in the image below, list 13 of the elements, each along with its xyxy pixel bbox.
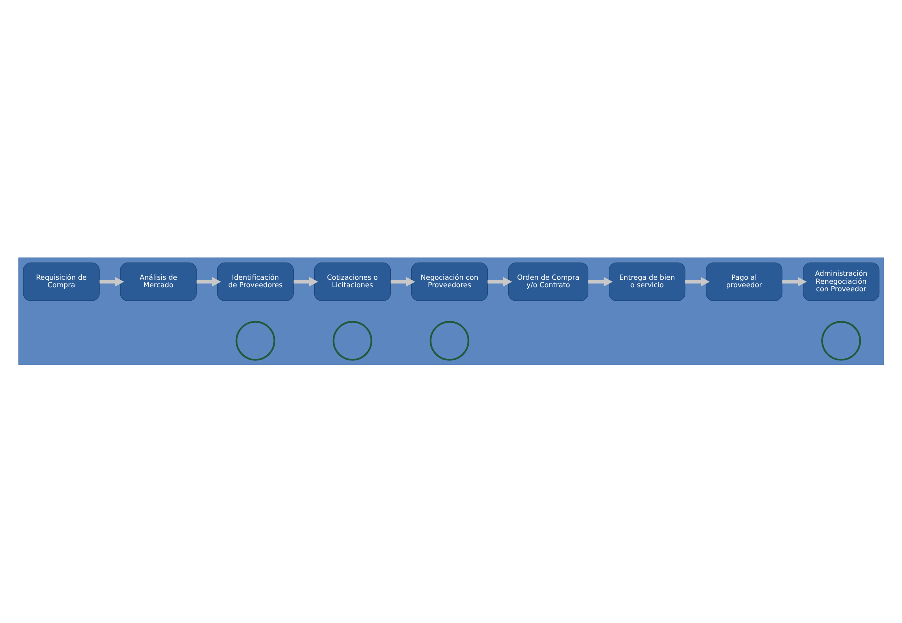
arrow: [782, 277, 807, 287]
node-circle: [235, 321, 276, 361]
arrow: [588, 277, 612, 287]
node-circle: [332, 321, 372, 361]
arrow: [390, 277, 415, 287]
node-circle: [821, 321, 861, 361]
cluster: [18, 258, 884, 366]
arrow: [685, 277, 710, 287]
node-circle: [429, 321, 470, 361]
arrow: [293, 277, 318, 287]
arrow: [99, 277, 124, 287]
arrow: [487, 277, 512, 287]
arrow: [196, 277, 221, 287]
